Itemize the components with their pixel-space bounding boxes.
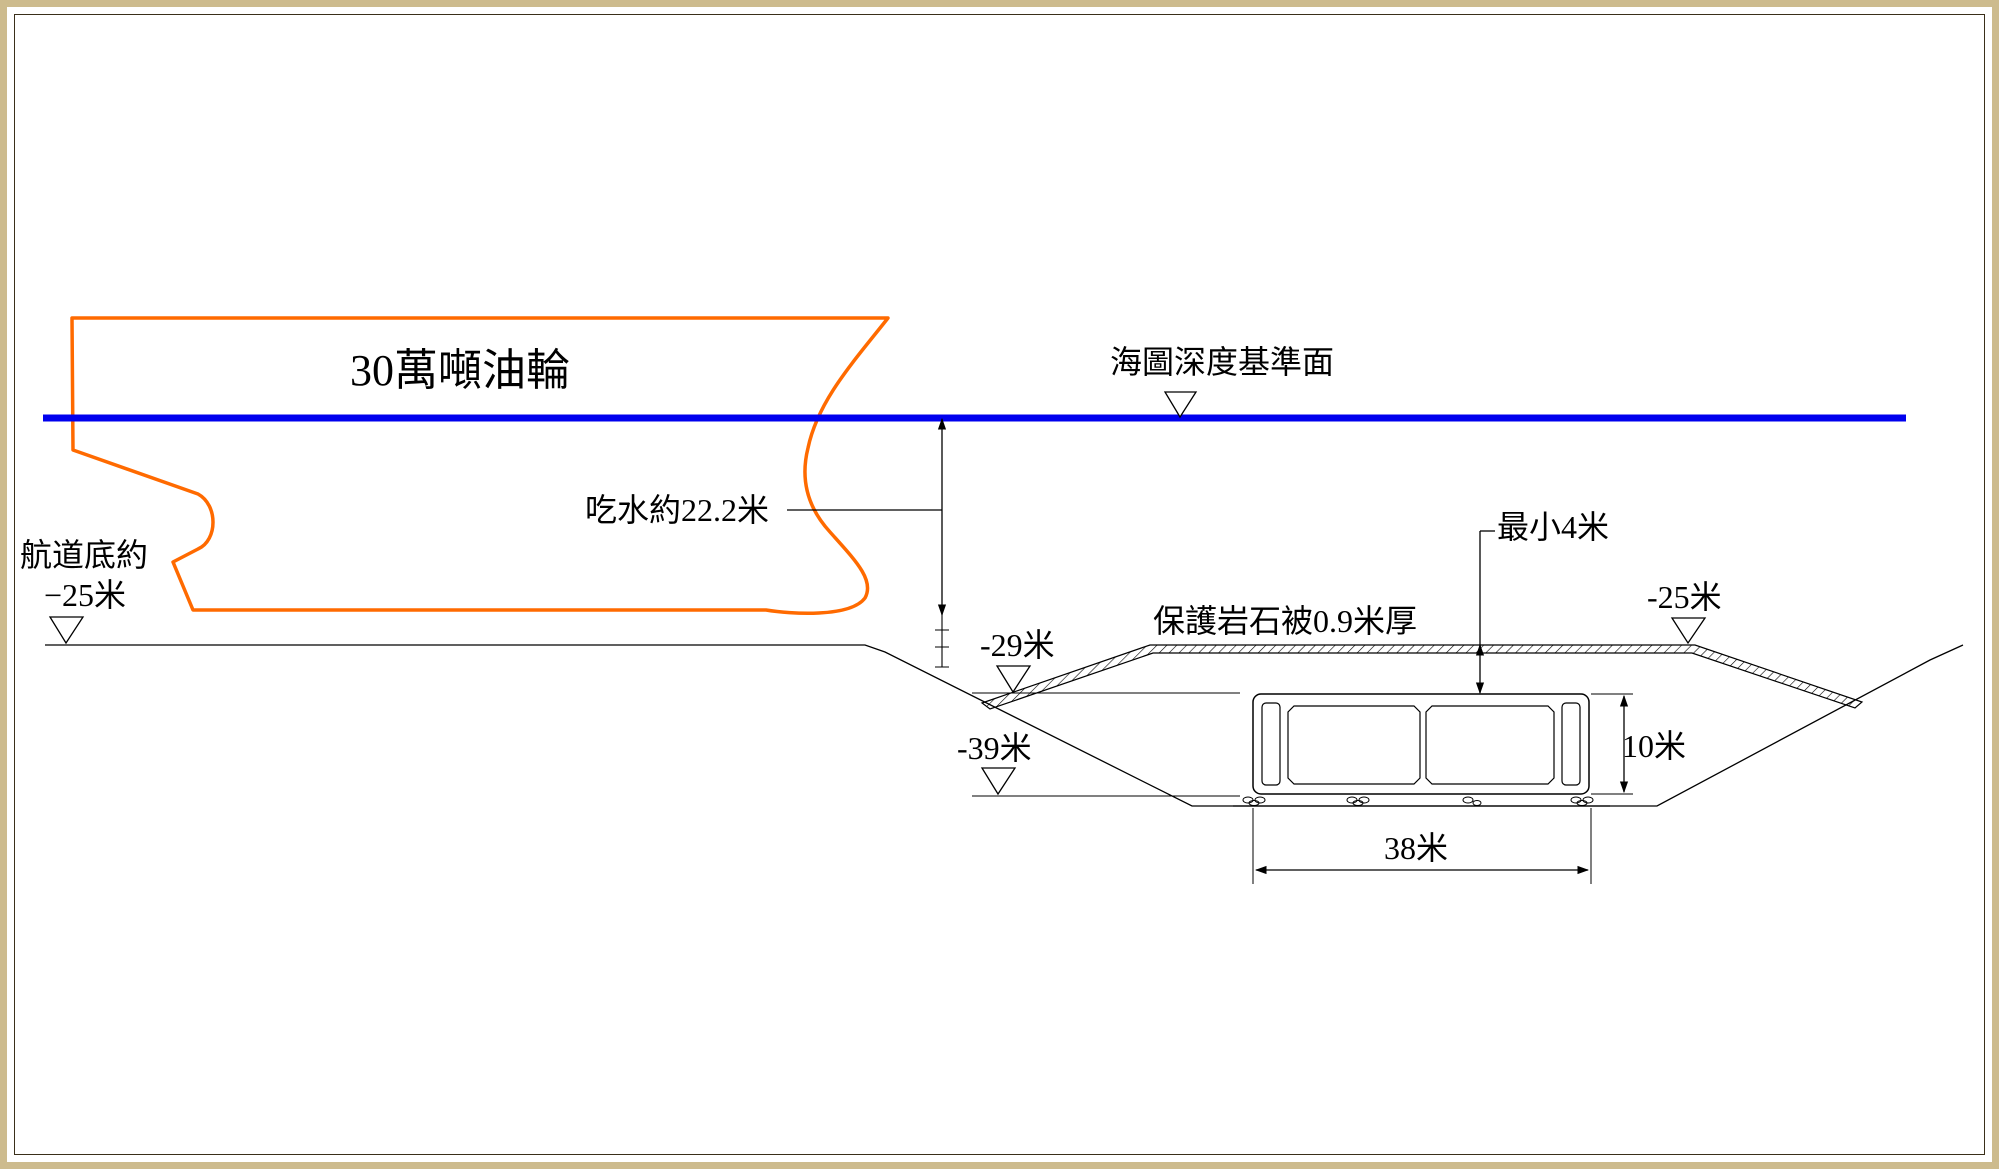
rock-armour-label: 保護岩石被0.9米厚 [1153,603,1417,639]
draft-dimension [787,417,949,668]
ship-label: 30萬噸油輪 [350,346,570,395]
width-dimension [1252,808,1592,884]
height-dimension [1591,693,1633,795]
min-cover-label: 最小4米 [1497,509,1609,545]
foundation-gravel [1242,796,1594,806]
triangle-down-icon [995,665,1032,694]
triangle-down-icon [1163,391,1198,419]
datum-label: 海圖深度基準面 [1110,344,1334,380]
rock-armour-layer [980,644,1864,710]
level-29-label: -29米 [980,627,1055,663]
height-label: 10米 [1622,728,1686,764]
channel-depth-label: −25米 [44,577,126,613]
width-label: 38米 [1384,830,1448,866]
channel-bottom-label: 航道底約 [20,537,148,573]
draft-label: 吃水約22.2米 [585,492,769,528]
triangle-down-icon [1670,617,1707,645]
triangle-down-icon [980,767,1017,796]
tanker-hull [70,316,890,615]
drawing-frame-inner [14,14,1985,1155]
min-cover-dimension [1475,530,1495,695]
level-25-label: -25米 [1647,579,1722,615]
level-39-label: -39米 [957,730,1032,766]
triangle-down-icon [48,616,85,645]
seabed-profile [45,644,1964,807]
tunnel-element [1233,693,1610,807]
